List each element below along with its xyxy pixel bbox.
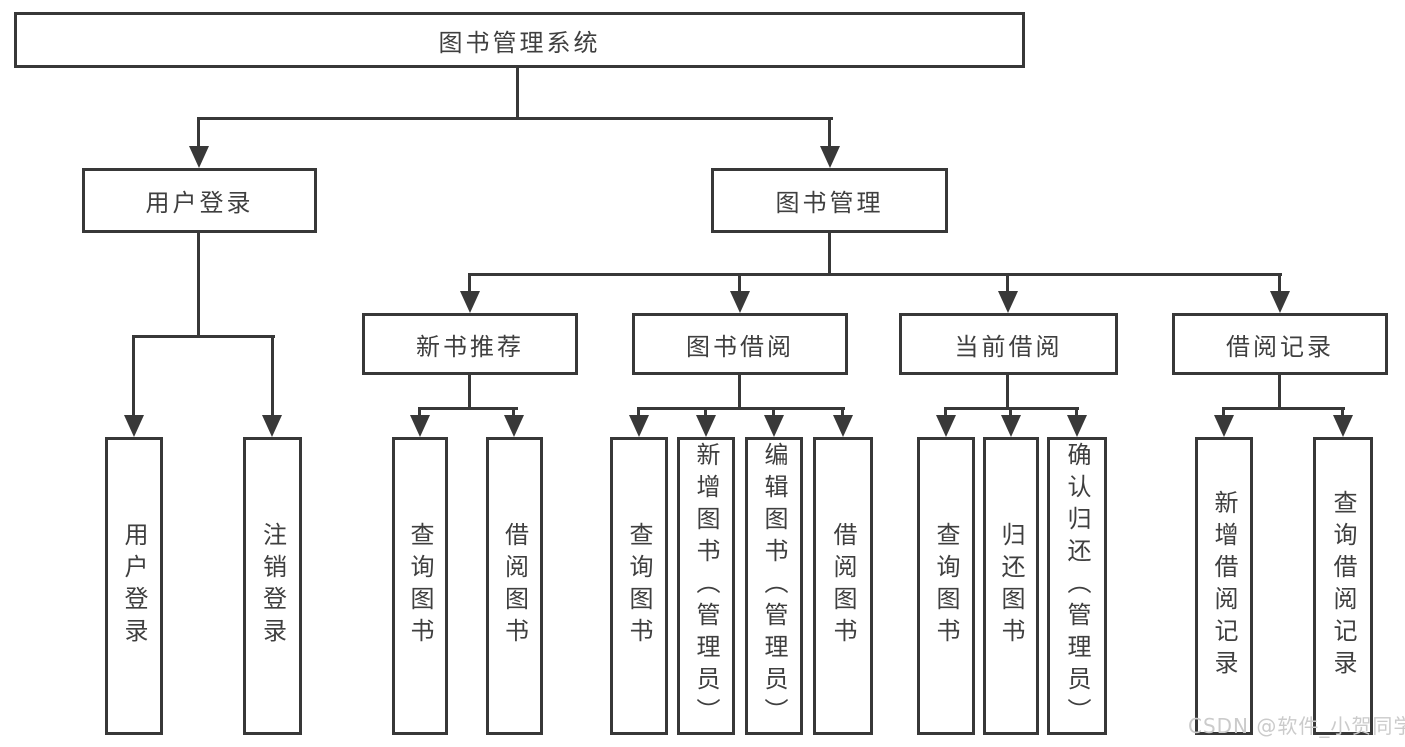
connector-line-v [197, 233, 200, 337]
leaf-logout: 注销登录 [243, 437, 302, 735]
connector-line-v [1006, 375, 1009, 409]
leaf-borrow-books-2: 借阅图书 [813, 437, 873, 735]
connector-line-v [1006, 273, 1009, 293]
connector-line-v [418, 407, 421, 419]
connector-line-v [772, 407, 775, 419]
arrowhead-down-icon [1333, 415, 1353, 437]
node-new-book-recommend: 新书推荐 [362, 313, 578, 375]
leaf-label: 借阅图书 [829, 522, 857, 650]
arrowhead-down-icon [1001, 415, 1021, 437]
connector-line-h [1222, 407, 1345, 410]
node-label: 用户登录 [145, 189, 254, 217]
csdn-watermark: CSDN @软件_小贺同学 [1188, 714, 1405, 738]
connector-line-v [132, 335, 135, 419]
node-book-borrowing: 图书借阅 [632, 313, 848, 375]
connector-line-v [828, 117, 831, 150]
connector-line-v [704, 407, 707, 419]
connector-line-h [132, 335, 275, 338]
arrowhead-down-icon [262, 415, 282, 437]
leaf-user-login: 用户登录 [105, 437, 163, 735]
leaf-label: 确认归还（管理员） [1063, 442, 1091, 730]
connector-line-v [1009, 407, 1012, 419]
leaf-return-books: 归还图书 [983, 437, 1039, 735]
arrowhead-down-icon [629, 415, 649, 437]
leaf-add-books-admin: 新增图书（管理员） [677, 437, 735, 735]
leaf-confirm-return-admin: 确认归还（管理员） [1047, 437, 1107, 735]
leaf-query-books-1: 查询图书 [392, 437, 448, 735]
leaf-label: 查询借阅记录 [1329, 490, 1357, 682]
connector-line-v [1341, 407, 1344, 419]
connector-line-v [271, 335, 274, 419]
arrowhead-down-icon [764, 415, 784, 437]
node-label: 借阅记录 [1226, 332, 1334, 361]
leaf-label: 新增图书（管理员） [692, 442, 720, 730]
arrowhead-down-icon [696, 415, 716, 437]
connector-line-v [468, 375, 471, 409]
connector-line-h [468, 273, 1282, 276]
arrowhead-down-icon [504, 415, 524, 437]
node-root-label: 图书管理系统 [438, 28, 601, 57]
arrowhead-down-icon [936, 415, 956, 437]
arrowhead-down-icon [833, 415, 853, 437]
leaf-label: 编辑图书（管理员） [760, 442, 788, 730]
arrowhead-down-icon [730, 291, 750, 313]
connector-line-v [1278, 375, 1281, 409]
leaf-borrow-books-1: 借阅图书 [486, 437, 543, 735]
connector-line-v [512, 407, 515, 419]
arrowhead-down-icon [1270, 291, 1290, 313]
leaf-query-books-2: 查询图书 [610, 437, 668, 735]
leaf-label: 用户登录 [120, 522, 148, 650]
arrowhead-down-icon [820, 146, 840, 168]
node-book-management-module: 图书管理 [711, 168, 948, 233]
connector-line-v [637, 407, 640, 419]
node-current-borrowing: 当前借阅 [899, 313, 1118, 375]
arrowhead-down-icon [189, 146, 209, 168]
connector-line-h [637, 407, 845, 410]
arrowhead-down-icon [1067, 415, 1087, 437]
arrowhead-down-icon [410, 415, 430, 437]
connector-line-v [516, 68, 519, 118]
node-label: 图书借阅 [686, 332, 794, 361]
arrowhead-down-icon [460, 291, 480, 313]
leaf-query-books-3: 查询图书 [917, 437, 975, 735]
leaf-edit-books-admin: 编辑图书（管理员） [745, 437, 803, 735]
leaf-label: 归还图书 [997, 522, 1025, 650]
connector-line-v [828, 233, 831, 275]
arrowhead-down-icon [1214, 415, 1234, 437]
node-borrowing-records: 借阅记录 [1172, 313, 1388, 375]
leaf-label: 新增借阅记录 [1210, 490, 1238, 682]
connector-line-v [468, 273, 471, 293]
connector-line-h [197, 117, 833, 120]
connector-line-v [944, 407, 947, 419]
leaf-label: 查询图书 [932, 522, 960, 650]
connector-line-v [1075, 407, 1078, 419]
leaf-add-borrow-record: 新增借阅记录 [1195, 437, 1253, 735]
connector-line-v [841, 407, 844, 419]
leaf-label: 借阅图书 [500, 522, 529, 650]
arrowhead-down-icon [998, 291, 1018, 313]
node-user-login-module: 用户登录 [82, 168, 317, 233]
leaf-label: 注销登录 [258, 522, 287, 650]
connector-line-v [1222, 407, 1225, 419]
connector-line-v [1278, 273, 1281, 293]
leaf-query-borrow-record: 查询借阅记录 [1313, 437, 1373, 735]
connector-line-h [418, 407, 518, 410]
connector-line-v [738, 375, 741, 409]
node-label: 新书推荐 [416, 332, 524, 361]
connector-line-v [197, 117, 200, 150]
node-label: 当前借阅 [954, 332, 1063, 361]
leaf-label: 查询图书 [406, 522, 434, 650]
leaf-label: 查询图书 [625, 522, 653, 650]
node-root-system: 图书管理系统 [14, 12, 1025, 68]
node-label: 图书管理 [775, 189, 884, 217]
arrowhead-down-icon [124, 415, 144, 437]
connector-line-v [738, 273, 741, 293]
